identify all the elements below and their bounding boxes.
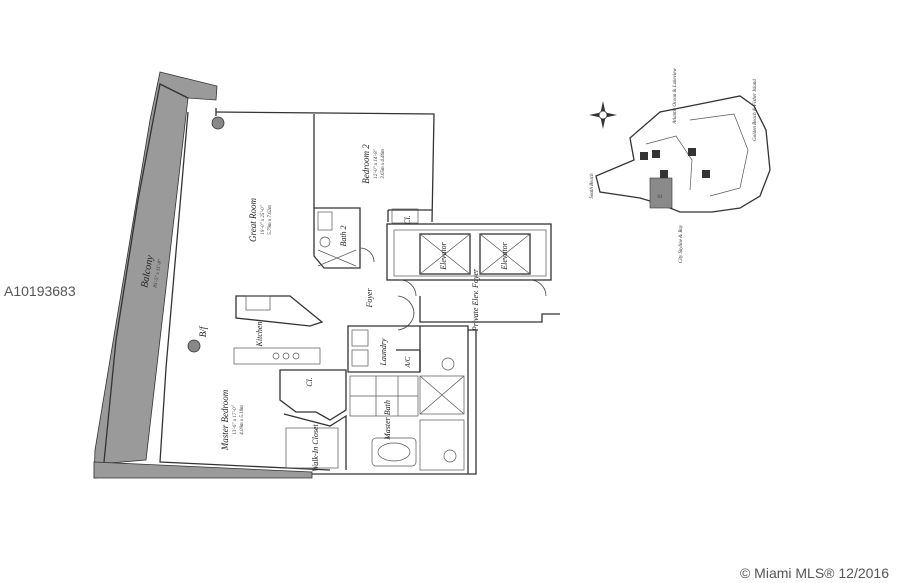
svg-text:Great Room: Great Room <box>248 198 258 242</box>
svg-text:3.65m x 4.46m: 3.65m x 4.46m <box>381 149 386 179</box>
ac-label: A/C <box>404 356 412 368</box>
unit-number: 01 <box>658 195 663 200</box>
walk-in-closet-label: Walk-In Closet <box>311 423 320 471</box>
kitchen-label: Kitchen <box>255 322 264 348</box>
closet-label-top: Cl. <box>403 215 412 225</box>
bath-2-label: Bath 2 <box>339 225 348 246</box>
key-label-north: Atlantic Ocean & Lakeview <box>673 68 678 125</box>
master-suite <box>279 329 477 475</box>
svg-text:13'-6" x 17'-0": 13'-6" x 17'-0" <box>233 404 238 434</box>
private-foyer <box>397 295 560 331</box>
balcony <box>93 71 313 479</box>
key-plan: 01 Atlantic Ocean & Lakeview Golden Beac… <box>589 68 771 263</box>
column <box>187 339 201 353</box>
key-label-east: Golden Beach & Fisher Island <box>753 79 758 141</box>
svg-text:4.09m x 5.18m: 4.09m x 5.18m <box>240 405 245 435</box>
closet-label-master: Cl. <box>305 377 314 387</box>
listing-id-watermark: A10193683 <box>4 283 76 299</box>
bath-2 <box>313 207 375 269</box>
unit-walls <box>159 108 435 471</box>
elevator-core <box>386 223 552 297</box>
great-room-label: Great Room 19'-0" x 25'-0" 5.79m x 7.62m <box>248 198 273 242</box>
key-label-south: City Skyline & Bay <box>679 224 684 263</box>
key-label-west: South Beach <box>590 173 595 199</box>
kitchen <box>233 295 324 365</box>
laundry-label: Laundry <box>379 338 388 367</box>
svg-text:85'-5" x 11'-8": 85'-5" x 11'-8" <box>153 258 163 288</box>
elevator-right-label: Elevator <box>500 241 509 270</box>
foyer-label: Foyer <box>365 288 374 309</box>
svg-text:5.79m x 7.62m: 5.79m x 7.62m <box>268 205 273 235</box>
elevator-left-label: Elevator <box>439 241 448 270</box>
master-bath-label: Master Bath <box>383 400 392 441</box>
private-foyer-label: Private Elev. Foyer <box>471 268 480 332</box>
laundry <box>347 325 469 474</box>
column <box>211 116 225 130</box>
breakfast-label: B/f <box>198 325 208 337</box>
copyright-watermark: © Miami MLS® 12/2016 <box>740 565 889 581</box>
bedroom-2-walls <box>313 114 432 224</box>
compass-icon <box>589 101 617 129</box>
svg-text:12'-0" x 14'-8": 12'-0" x 14'-8" <box>374 148 379 178</box>
svg-text:Master Bedroom: Master Bedroom <box>220 389 230 451</box>
svg-text:19'-0" x 25'-0": 19'-0" x 25'-0" <box>261 204 266 234</box>
bedroom-2-label: Bedroom 2 12'-0" x 14'-8" 3.65m x 4.46m <box>361 144 386 184</box>
room-labels: Balcony 85'-5" x 11'-8" Great Room 19'-0… <box>139 144 509 472</box>
svg-text:Bedroom 2: Bedroom 2 <box>361 144 371 184</box>
master-bedroom-label: Master Bedroom 13'-6" x 17'-0" 4.09m x 5… <box>220 389 245 451</box>
